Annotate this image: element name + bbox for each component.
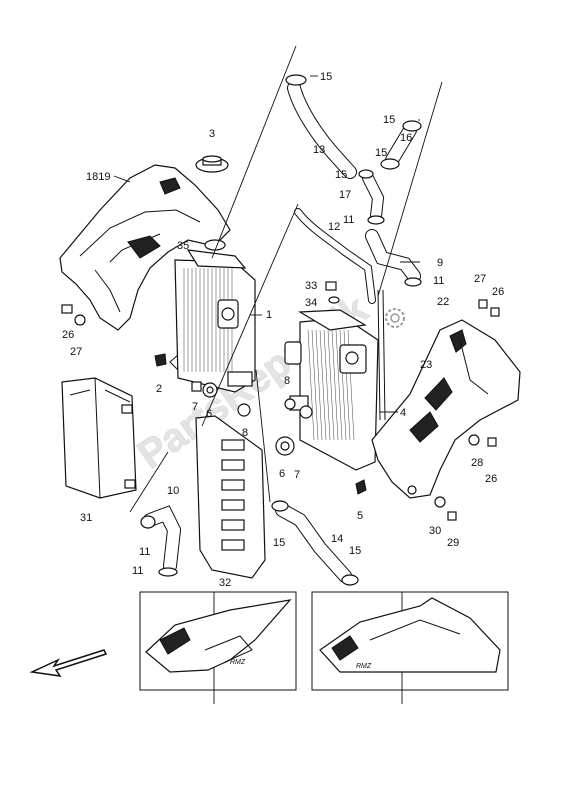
guard-slot: [221, 519, 245, 531]
label-26-right-top: 26: [492, 286, 504, 298]
radiator-cap-3: [195, 155, 229, 173]
hose-16: [380, 120, 422, 170]
hose-12: [294, 208, 376, 304]
right-radiator: [284, 309, 379, 471]
label-9: 9: [437, 257, 443, 269]
left-radiator: [169, 249, 256, 393]
guard-32: [195, 415, 266, 579]
label-14: 14: [331, 533, 343, 545]
bolt-26-left: [61, 304, 86, 326]
bracket-2: [154, 353, 167, 367]
label-29: 29: [447, 537, 459, 549]
label-1: 1: [266, 309, 272, 321]
label-26-right: 26: [485, 473, 497, 485]
guard-slot: [221, 439, 245, 451]
label-10: 10: [167, 485, 179, 497]
label-4: 4: [400, 407, 406, 419]
decal-box-left: RMZ: [139, 591, 297, 691]
label-32: 32: [219, 577, 231, 589]
label-7-right: 7: [294, 469, 300, 481]
label-27-left: 27: [70, 346, 82, 358]
label-34: 34: [305, 297, 317, 309]
label-33: 33: [305, 280, 317, 292]
label-11-a: 11: [343, 214, 354, 226]
grommets-left: [191, 381, 251, 417]
label-12: 12: [328, 221, 340, 233]
label-15-d: 15: [375, 147, 387, 159]
radiator-fin: [319, 329, 327, 441]
svg-text:RMZ: RMZ: [356, 663, 372, 670]
label-2: 2: [156, 383, 162, 395]
label-27-right: 27: [474, 273, 486, 285]
radiator-fin: [315, 329, 323, 441]
label-3: 3: [209, 128, 215, 140]
label-leaders: [113, 75, 420, 413]
left-shroud: [59, 164, 231, 331]
filler-neck-35: [204, 239, 226, 251]
guard-slot: [221, 459, 245, 471]
gear-icon: [385, 308, 405, 328]
radiator-fin: [331, 329, 339, 441]
label-23: 23: [420, 359, 432, 371]
label-11-d: 11: [132, 565, 143, 577]
louver-31: [61, 377, 137, 499]
grommets-right: [275, 281, 367, 495]
label-35: 35: [177, 240, 189, 252]
label-11-c: 11: [139, 546, 150, 558]
guard-slot: [221, 539, 245, 551]
decal-box-right: RMZ: [311, 591, 509, 691]
hose-14: [271, 500, 359, 586]
label-8-right: 8: [284, 375, 290, 387]
hose-17: [358, 169, 385, 225]
label-5: 5: [357, 510, 363, 522]
label-26-left: 26: [62, 329, 74, 341]
label-6-right: 6: [279, 468, 285, 480]
overflow-tube: [377, 289, 386, 421]
svg-text:RMZ: RMZ: [230, 659, 246, 666]
label-31: 31: [80, 512, 92, 524]
label-6-left: 6: [206, 408, 212, 420]
hose-9: [365, 229, 422, 287]
label-22: 22: [437, 296, 449, 308]
bolts-right: [434, 299, 500, 521]
radiator-fin: [307, 329, 315, 441]
radiator-fin: [323, 329, 331, 441]
radiator-fin: [335, 329, 343, 441]
radiator-fin: [327, 329, 335, 441]
label-15-c: 15: [335, 169, 347, 181]
label-16: 16: [400, 132, 412, 144]
label-13: 13: [313, 144, 325, 156]
label-11-b: 11: [433, 275, 444, 287]
label-15-b: 15: [383, 114, 395, 126]
label-1819: 1819: [86, 171, 110, 183]
direction-arrow-icon: [29, 649, 108, 677]
label-30: 30: [429, 525, 441, 537]
label-15-f: 15: [349, 545, 361, 557]
guard-slot: [221, 479, 245, 491]
part-labels: 15 13 15 16 15 15 17 11 12 9 11 3 1819 3…: [62, 71, 504, 589]
hose-10: [140, 505, 182, 577]
label-7-left: 7: [192, 401, 198, 413]
right-shroud: [371, 319, 521, 499]
label-17: 17: [339, 189, 351, 201]
label-28: 28: [471, 457, 483, 469]
radiator-fin: [311, 329, 319, 441]
label-8-left: 8: [242, 427, 248, 439]
label-15-e: 15: [273, 537, 285, 549]
label-15-top: 15: [320, 71, 332, 83]
guard-slot: [221, 499, 245, 511]
hose-13: [285, 74, 357, 179]
